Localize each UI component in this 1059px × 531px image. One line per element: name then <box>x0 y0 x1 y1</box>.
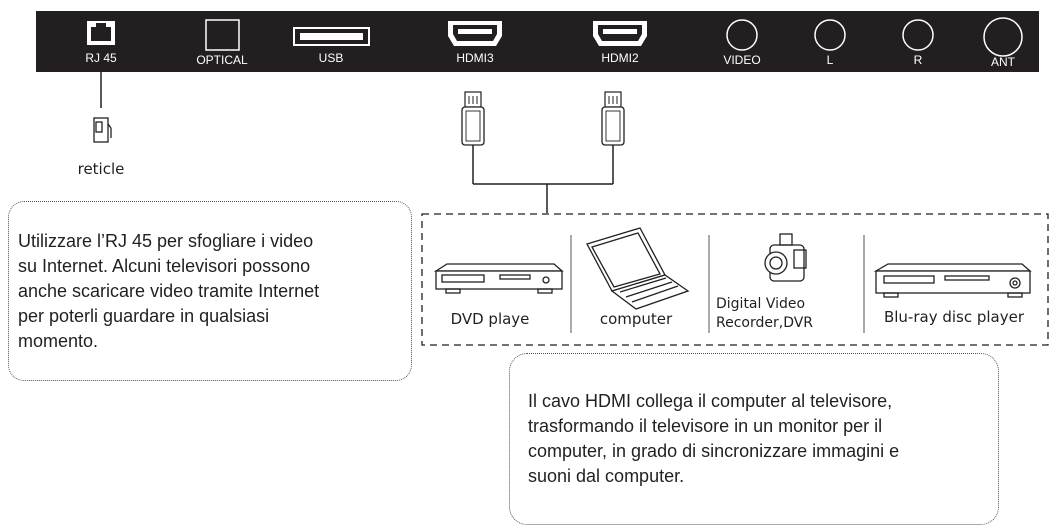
rj45-note-line: anche scaricare video tramite Internet <box>18 281 320 301</box>
device-label-dvr-line2: Recorder,DVR <box>716 315 813 331</box>
hdmi-note: Il cavo HDMI collega il computer al tele… <box>509 353 999 525</box>
rj45-note-line: Utilizzare l’RJ 45 per sfogliare i video <box>18 231 314 251</box>
port-label-l: L <box>827 53 834 67</box>
device-label-dvd: DVD playe <box>451 310 530 328</box>
device-label-computer: computer <box>600 310 673 328</box>
laptop-icon <box>586 227 690 310</box>
bluray-player-icon <box>873 263 1032 298</box>
rj45-port-icon <box>87 21 115 45</box>
hdmi-note-line: trasformando il televisore in un monitor… <box>528 416 883 436</box>
hdmi-note-line: Il cavo HDMI collega il computer al tele… <box>528 391 893 411</box>
usb-port-icon <box>293 27 370 46</box>
device-label-bluray: Blu-ray disc player <box>884 308 1025 326</box>
rj45-note-line: momento. <box>18 331 99 351</box>
rj45-plug-icon <box>93 117 112 143</box>
optical-port-icon <box>205 19 240 51</box>
rj45-note-line: su Internet. Alcuni televisori possono <box>18 256 311 276</box>
port-label-r: R <box>914 53 923 67</box>
dvd-player-icon <box>433 263 564 294</box>
hdmi3-port-icon <box>448 21 502 46</box>
reticle-label: reticle <box>78 160 125 178</box>
tv-back-panel <box>36 11 1039 72</box>
audio-right-jack-icon <box>902 19 934 51</box>
port-label-video: VIDEO <box>723 53 760 67</box>
port-label-rj45: RJ 45 <box>85 51 117 65</box>
port-label-ant: ANT <box>991 55 1016 69</box>
port-label-optical: OPTICAL <box>196 53 248 67</box>
hdmi-note-line: suoni dal computer. <box>528 466 685 486</box>
video-jack-icon <box>726 19 758 51</box>
device-group-box <box>421 213 1049 346</box>
rj45-note-line: per poterli guardare in qualsiasi <box>18 306 270 326</box>
port-label-usb: USB <box>319 51 344 65</box>
hdmi2-port-icon <box>593 21 647 46</box>
audio-left-jack-icon <box>814 19 846 51</box>
hdmi-cable-left <box>461 91 485 184</box>
hdmi-cable-right <box>601 91 625 184</box>
device-label-dvr-line1: Digital Video <box>716 296 805 312</box>
antenna-jack-icon <box>983 17 1023 57</box>
hdmi-note-line: computer, in grado di sincronizzare imma… <box>528 441 900 461</box>
port-label-hdmi3: HDMI3 <box>456 51 494 65</box>
port-label-hdmi2: HDMI2 <box>601 51 639 65</box>
camcorder-icon <box>764 233 807 282</box>
rj45-note: Utilizzare l’RJ 45 per sfogliare i video… <box>8 201 412 381</box>
